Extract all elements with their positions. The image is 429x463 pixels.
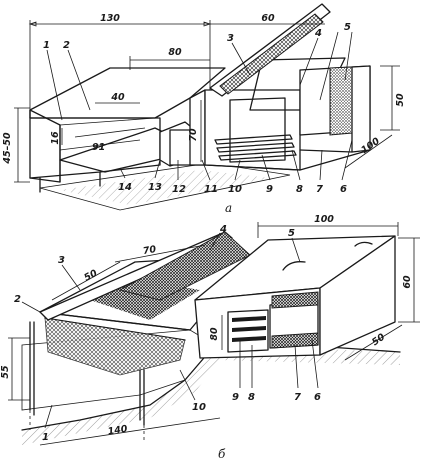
b-dim-60-label: 60 <box>402 275 413 289</box>
b-dim-60: 60 <box>398 237 420 323</box>
a-house-front-wall <box>189 89 206 166</box>
a-part-label-1: 1 <box>43 40 50 51</box>
figure-b: 100 70 50 60 80 50 55 140 <box>0 214 420 461</box>
a-dim-45-50: 45–50 <box>2 107 30 183</box>
a-part-label-5: 5 <box>344 22 351 33</box>
b-post-dashes <box>29 410 145 440</box>
b-dim-55-label: 55 <box>0 365 11 379</box>
b-house-side <box>319 235 396 356</box>
a-run-front-mesh <box>29 109 61 183</box>
a-dim-70: 70 <box>188 100 202 162</box>
b-part-label-5: 5 <box>288 228 295 239</box>
b-dim-70: 70 <box>114 244 206 263</box>
b-ground-hatch <box>22 345 400 445</box>
a-dim-60-label: 60 <box>261 13 275 24</box>
a-floor-slats <box>214 134 297 161</box>
a-part-leaders <box>46 31 353 181</box>
figure-a: 130 60 80 40 70 50 100 45–50 <box>2 3 406 215</box>
a-dim-60: 60 <box>210 13 325 25</box>
a-part-label-3: 3 <box>227 33 234 44</box>
a-roof-lid-mesh <box>219 13 324 95</box>
a-part-label-9: 9 <box>266 184 273 195</box>
a-nest-insulation <box>329 66 353 136</box>
b-part-label-8: 8 <box>248 392 255 403</box>
a-dim-80: 80 <box>129 47 210 70</box>
a-caption: а <box>225 201 232 215</box>
b-compartment-right-floor <box>271 332 319 349</box>
b-part-label-4: 4 <box>219 224 227 235</box>
a-run-inner-frame <box>59 117 156 151</box>
a-part-label-13: 13 <box>148 182 162 193</box>
a-part-label-14: 14 <box>118 182 132 193</box>
b-dim-55: 55 <box>0 337 30 401</box>
b-part-label-7: 7 <box>294 392 301 403</box>
b-part-label-2: 2 <box>14 294 21 305</box>
b-part-label-9: 9 <box>232 392 239 403</box>
b-dim-70-label: 70 <box>142 244 157 257</box>
b-part-leaders <box>21 232 319 429</box>
a-dim-45-50-label: 45–50 <box>2 132 13 165</box>
b-water <box>21 329 216 411</box>
b-submerged-net <box>44 317 186 376</box>
a-dim-40-label: 40 <box>110 92 125 103</box>
b-part-label-10: 10 <box>192 402 206 413</box>
a-ground-plane <box>39 162 291 211</box>
b-dim-140: 140 <box>39 417 221 446</box>
a-part-label-4: 4 <box>314 28 322 39</box>
a-run-legs <box>39 171 101 193</box>
b-part-labels: 1 2 3 4 5 6 7 8 9 10 <box>14 224 321 443</box>
a-dim-80-label: 80 <box>168 47 182 58</box>
a-nest-rear-wall <box>351 65 371 153</box>
b-part-label-6: 6 <box>314 392 321 403</box>
a-part-label-2: 2 <box>63 40 70 51</box>
a-part-labels: 1 2 3 4 5 6 7 8 9 10 11 12 13 14 <box>43 22 351 195</box>
a-dim-50: 50 <box>380 65 406 131</box>
b-dim-50-side-label: 50 <box>370 331 387 348</box>
b-dim-100-label: 100 <box>314 214 334 225</box>
a-part-label-6: 6 <box>340 184 347 195</box>
b-roof-handle-grip <box>354 241 373 247</box>
a-dim-130-label: 130 <box>100 13 120 24</box>
a-dim-91-label: 91 <box>92 142 105 153</box>
b-caption: б <box>218 447 226 461</box>
b-dim-80: 80 <box>209 315 223 350</box>
a-part-label-10: 10 <box>228 184 242 195</box>
a-dim-16-label: 16 <box>50 131 61 145</box>
b-part-label-1: 1 <box>42 432 49 443</box>
a-dim-70-label: 70 <box>188 128 199 142</box>
b-dim-100: 100 <box>257 214 399 238</box>
a-dim-40: 40 <box>95 92 140 104</box>
b-part-label-3: 3 <box>58 255 65 266</box>
b-dim-80-label: 80 <box>209 327 220 341</box>
a-dim-16: 16 <box>50 128 63 145</box>
a-house-base <box>204 149 371 171</box>
a-nest-floor <box>299 149 353 153</box>
b-floor-slats <box>232 316 266 342</box>
a-part-label-8: 8 <box>296 184 303 195</box>
a-part-label-11: 11 <box>204 184 218 195</box>
b-roof-handle <box>282 261 306 271</box>
b-dim-140-label: 140 <box>107 423 129 437</box>
a-ground-hatch <box>60 170 270 205</box>
a-part-label-7: 7 <box>316 184 323 195</box>
a-dim-50-label: 50 <box>395 93 406 107</box>
a-part-label-12: 12 <box>172 184 186 195</box>
b-posts <box>29 321 145 426</box>
a-dim-130: 130 <box>28 13 212 110</box>
b-compartment-right-mesh <box>271 291 319 309</box>
